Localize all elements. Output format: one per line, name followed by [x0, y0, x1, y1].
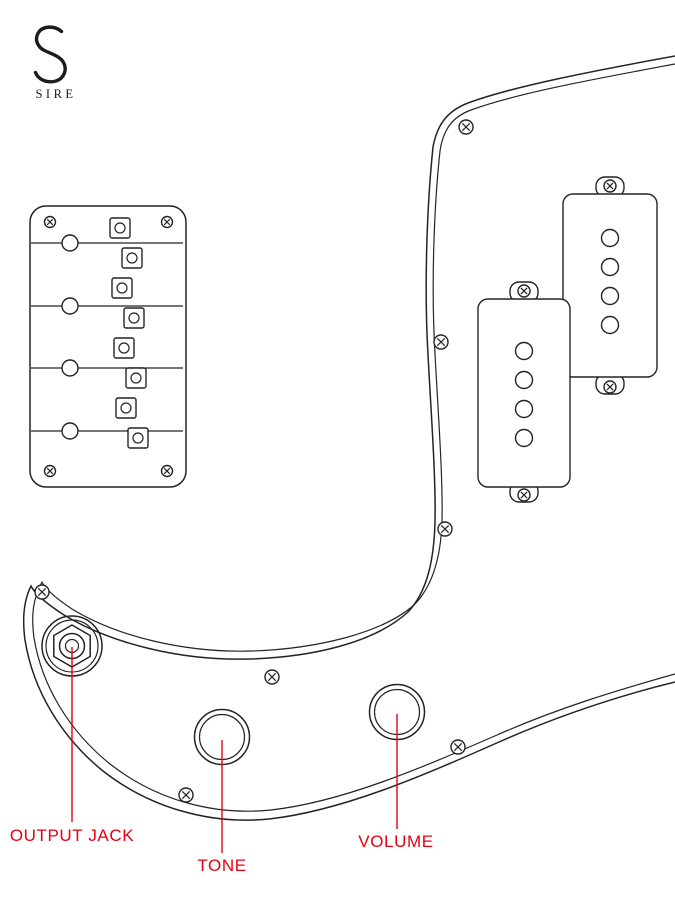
string-ferrule	[61, 422, 79, 440]
pickup-cover	[477, 298, 571, 488]
string-ferrule	[61, 297, 79, 315]
bridge-assembly	[29, 205, 187, 488]
bridge-saddle	[109, 217, 131, 239]
pole-piece	[600, 257, 620, 277]
sire-logo: SIRE	[33, 25, 76, 101]
pickguard-screw	[450, 739, 466, 755]
pickguard-outline	[22, 55, 675, 821]
bridge-saddle	[113, 337, 135, 359]
pole-piece	[514, 428, 534, 448]
bridge-mount-screw	[160, 464, 174, 478]
bridge-mount-screw	[43, 464, 57, 478]
callout-volume: VOLUME	[358, 714, 433, 851]
pickguard-screw	[264, 669, 280, 685]
output-jack-label: OUTPUT JACK	[10, 826, 134, 845]
bridge-saddle	[111, 277, 133, 299]
sire-s-icon	[33, 25, 67, 84]
pickguard-screw	[178, 787, 194, 803]
bridge-mount-screw	[160, 215, 174, 229]
pole-piece	[514, 341, 534, 361]
sire-wordmark: SIRE	[35, 87, 76, 101]
pickup-mount-screw	[517, 284, 531, 298]
pickguard-screw	[437, 521, 453, 537]
pole-piece	[600, 286, 620, 306]
volume-label: VOLUME	[358, 832, 433, 851]
callout-tone: TONE	[197, 740, 246, 875]
pole-piece	[514, 370, 534, 390]
pole-piece	[600, 315, 620, 335]
pickup-mount-screw	[603, 179, 617, 193]
bridge-saddle	[125, 367, 147, 389]
bridge-saddle	[127, 427, 149, 449]
string-ferrule	[61, 234, 79, 252]
string-ferrule	[61, 359, 79, 377]
bridge-saddle	[121, 247, 143, 269]
bridge-mount-screw	[43, 215, 57, 229]
tone-label: TONE	[197, 856, 246, 875]
pickup-upper-coil	[562, 176, 658, 395]
pickup-cover	[562, 193, 658, 378]
bridge-saddle	[123, 307, 145, 329]
pickguard-screw	[458, 119, 474, 135]
pole-piece	[514, 399, 534, 419]
bridge-plate	[29, 205, 187, 488]
pole-piece	[600, 228, 620, 248]
pickup-lower-coil	[477, 281, 571, 503]
callout-output-jack: OUTPUT JACK	[10, 647, 134, 845]
pickguard-outer-edge	[22, 55, 675, 821]
bridge-saddle	[115, 397, 137, 419]
pickguard-inner-edge	[32, 63, 675, 812]
pickup-mount-screw	[603, 380, 617, 394]
pickguard-screw	[433, 334, 449, 350]
pickguard-screw	[34, 584, 50, 600]
pickup-mount-screw	[517, 488, 531, 502]
